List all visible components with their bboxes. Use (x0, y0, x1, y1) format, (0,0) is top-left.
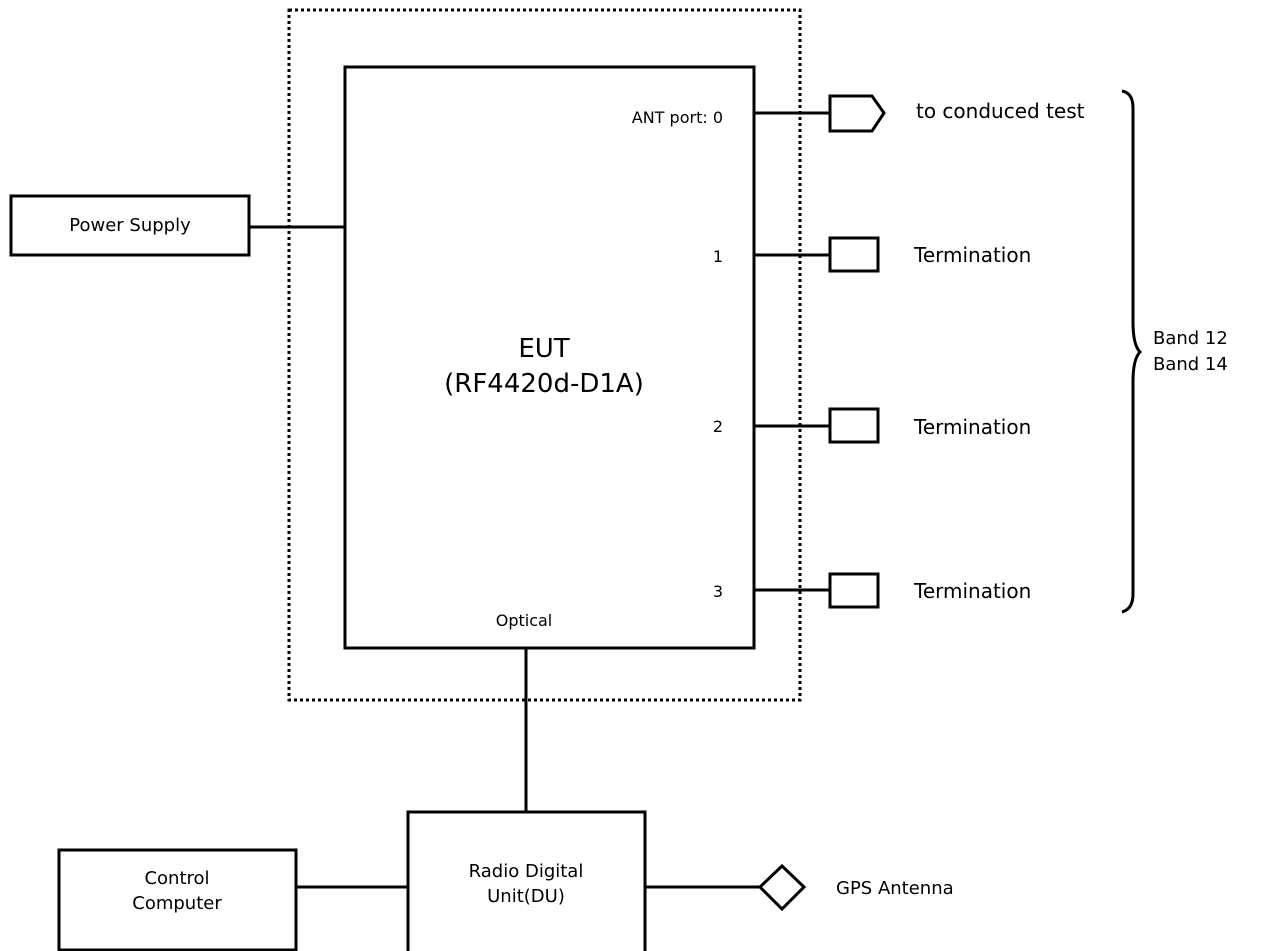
band-14-label: Band 14 (1153, 354, 1228, 375)
conducted-test-label: to conduced test (916, 99, 1085, 123)
optical-port-label: Optical (496, 611, 553, 630)
control-computer-line1: Control (144, 868, 209, 889)
eut-box (343, 65, 756, 650)
termination-1-box (828, 236, 880, 273)
eut-model: (RF4420d-D1A) (444, 369, 644, 399)
control-computer-box (57, 848, 298, 951)
gps-antenna-label: GPS Antenna (836, 878, 954, 899)
band-brace (1121, 89, 1143, 614)
conducted-test-connector (828, 94, 886, 133)
control-computer-line2: Computer (132, 893, 222, 914)
termination-3-box (828, 572, 880, 609)
du-label-line1: Radio Digital (469, 861, 584, 882)
gps-antenna-icon (757, 863, 807, 912)
du-label-line2: Unit(DU) (487, 886, 565, 907)
termination-2-box (828, 407, 880, 444)
port-3-label: 3 (713, 582, 723, 601)
port-2-label: 2 (713, 417, 723, 436)
power-supply-label: Power Supply (69, 215, 191, 236)
eut-title: EUT (518, 334, 569, 364)
termination-2-label: Termination (913, 415, 1031, 439)
port-1-label: 1 (713, 247, 723, 266)
port-0-label: ANT port: 0 (632, 108, 723, 127)
power-supply-box (9, 194, 251, 257)
band-12-label: Band 12 (1153, 328, 1228, 349)
termination-1-label: Termination (913, 243, 1031, 267)
termination-3-label: Termination (913, 579, 1031, 603)
